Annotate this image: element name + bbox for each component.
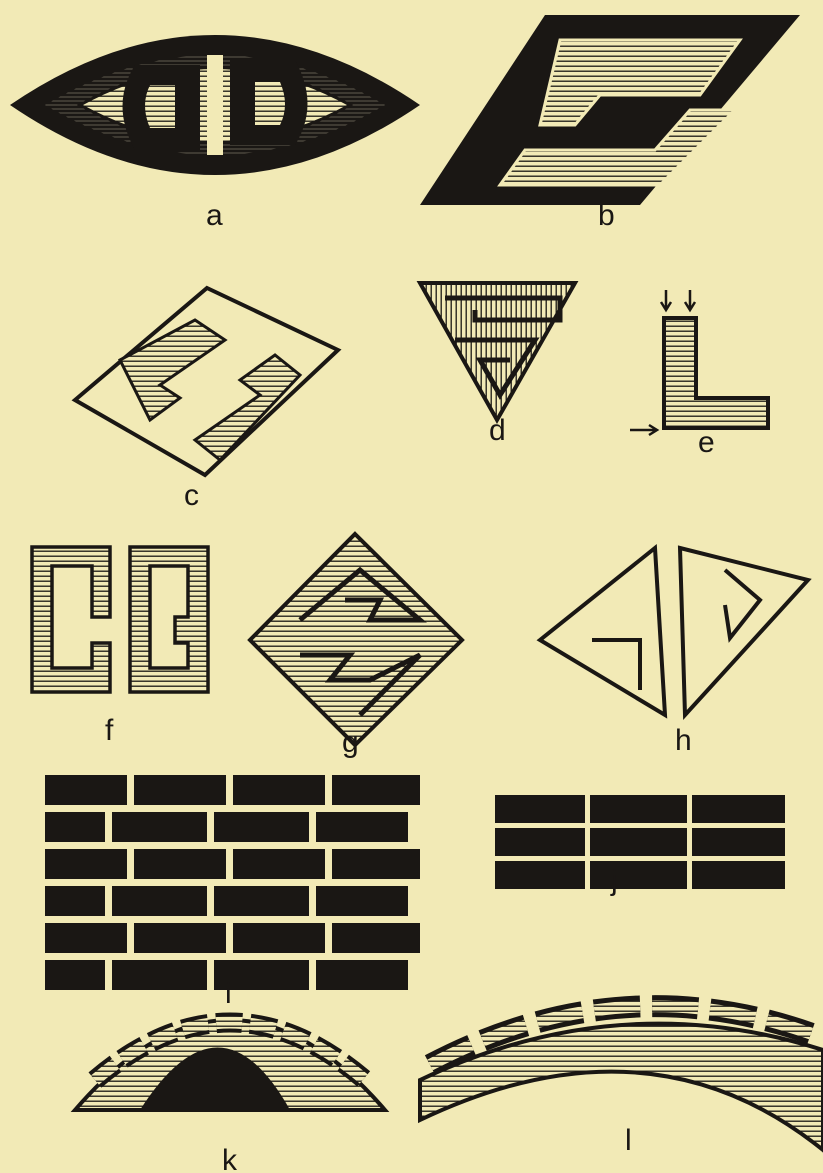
figure-h-right-hook bbox=[725, 570, 760, 638]
brick bbox=[495, 828, 585, 856]
brick bbox=[112, 812, 207, 842]
brick bbox=[45, 849, 127, 879]
brick bbox=[692, 795, 785, 823]
brick bbox=[134, 923, 226, 953]
figure-f-right-bracket bbox=[130, 547, 208, 692]
figure-e-arrow-1 bbox=[661, 290, 671, 310]
figure-i bbox=[45, 775, 420, 990]
figure-h-label: h bbox=[675, 724, 692, 757]
figure-d-label: d bbox=[489, 414, 506, 447]
figure-e-label: e bbox=[698, 426, 715, 459]
figure-b-label: b bbox=[598, 199, 615, 232]
brick bbox=[316, 812, 408, 842]
figure-d: d bbox=[420, 283, 575, 447]
figure-i-label: i bbox=[225, 977, 232, 1010]
figure-d-outer bbox=[420, 283, 575, 420]
brick bbox=[45, 812, 105, 842]
figure-g-label: g bbox=[342, 726, 359, 759]
figure-j bbox=[495, 795, 785, 889]
brick bbox=[214, 886, 309, 916]
brick bbox=[332, 775, 420, 805]
figure-e-arrow-3 bbox=[630, 425, 657, 435]
brick bbox=[692, 828, 785, 856]
brick bbox=[495, 795, 585, 823]
brick bbox=[112, 886, 207, 916]
figure-h-left bbox=[540, 548, 665, 715]
brick bbox=[45, 960, 105, 990]
figure-j-label: j bbox=[610, 864, 618, 897]
figure-g-outer bbox=[250, 534, 462, 745]
brick bbox=[692, 861, 785, 889]
brick bbox=[233, 775, 325, 805]
brick bbox=[233, 923, 325, 953]
figure-h-left-hook bbox=[592, 640, 640, 690]
figure-f: f bbox=[32, 547, 208, 747]
brick bbox=[316, 960, 408, 990]
figure-e-arrow-2 bbox=[685, 290, 695, 310]
figure-l-body bbox=[420, 1024, 823, 1150]
figure-e-shape bbox=[664, 318, 768, 428]
brick bbox=[316, 886, 408, 916]
figure-f-left-bracket bbox=[32, 547, 110, 692]
brick bbox=[233, 849, 325, 879]
brick bbox=[332, 923, 420, 953]
figure-k-label: k bbox=[222, 1144, 238, 1173]
brick bbox=[134, 775, 226, 805]
brick bbox=[332, 849, 420, 879]
brick bbox=[45, 923, 127, 953]
figure-a: a bbox=[10, 35, 420, 232]
figure-f-label: f bbox=[105, 714, 114, 747]
brick bbox=[112, 960, 207, 990]
figure-a-label: a bbox=[206, 199, 223, 232]
figure-g: g bbox=[250, 534, 462, 759]
figure-k: k bbox=[75, 1020, 385, 1173]
figure-a-divider bbox=[207, 55, 223, 155]
brick bbox=[495, 861, 585, 889]
brick bbox=[214, 812, 309, 842]
figure-c-label: c bbox=[184, 479, 199, 512]
brick bbox=[590, 795, 687, 823]
brick bbox=[590, 828, 687, 856]
figure-l-label: l bbox=[625, 1124, 632, 1157]
figure-e: e bbox=[630, 290, 768, 459]
brick bbox=[590, 861, 687, 889]
figure-c: c bbox=[75, 288, 338, 512]
figure-h: h bbox=[540, 548, 808, 757]
brick bbox=[45, 775, 127, 805]
brick bbox=[134, 849, 226, 879]
brick bbox=[45, 886, 105, 916]
figure-b: b bbox=[420, 15, 800, 232]
figure-l: l bbox=[420, 1006, 823, 1157]
figure-h-right bbox=[680, 548, 808, 715]
